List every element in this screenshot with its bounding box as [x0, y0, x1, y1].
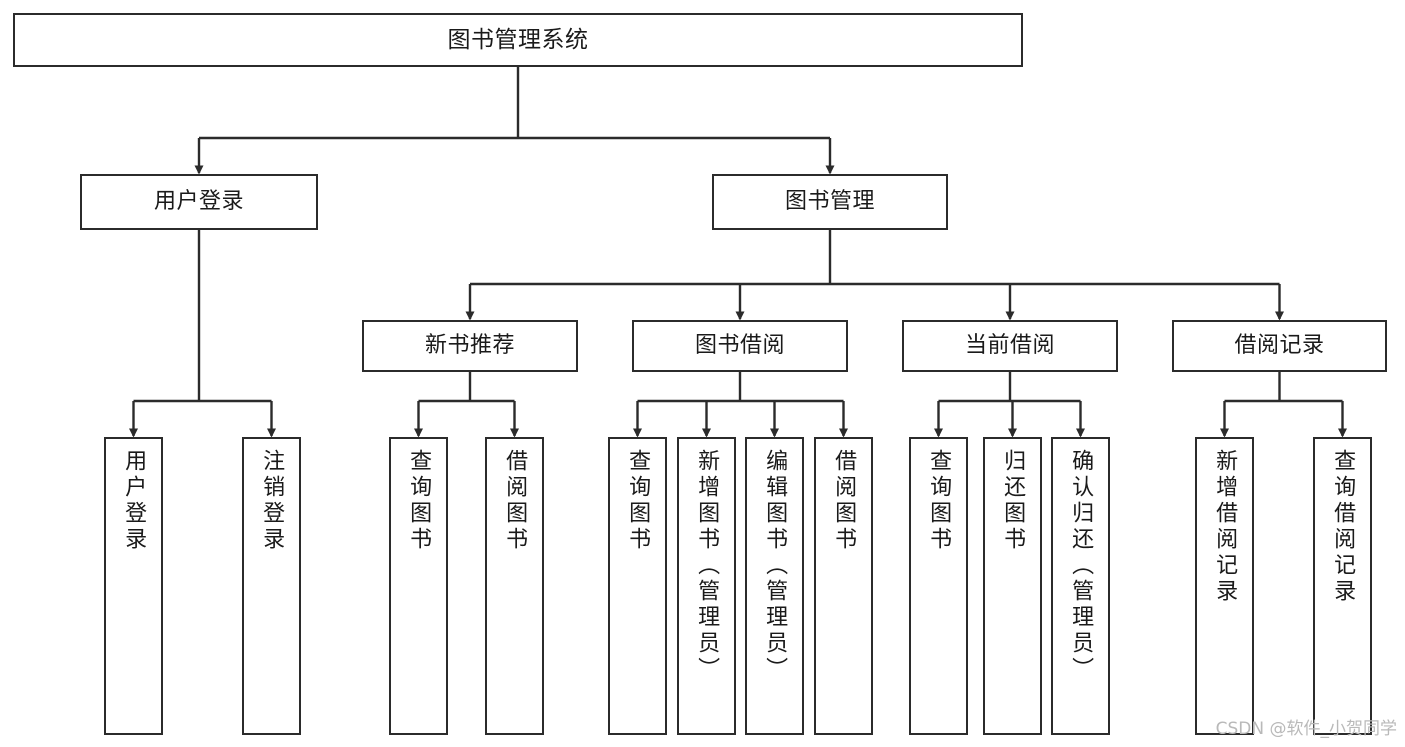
node-label: 新书推荐	[424, 333, 515, 359]
node-label: 当前借阅	[964, 333, 1055, 359]
node-leaf-add-record[interactable]: 新增借阅记录	[1195, 437, 1254, 735]
node-label: 用户登录	[153, 189, 244, 215]
node-book-borrow[interactable]: 图书借阅	[632, 320, 848, 372]
node-root[interactable]: 图书管理系统	[13, 13, 1023, 67]
node-label: 查询图书	[406, 449, 432, 553]
node-current-borrow[interactable]: 当前借阅	[902, 320, 1118, 372]
node-label: 查询图书	[625, 449, 651, 553]
node-leaf-user-login[interactable]: 用户登录	[104, 437, 163, 735]
node-label: 新增图书（管理员）	[694, 449, 720, 683]
node-label: 查询借阅记录	[1330, 449, 1356, 605]
node-label: 新增借阅记录	[1212, 449, 1238, 605]
node-leaf-borrow-book-1[interactable]: 借阅图书	[485, 437, 544, 735]
node-book-manage[interactable]: 图书管理	[712, 174, 948, 230]
node-leaf-borrow-book-2[interactable]: 借阅图书	[814, 437, 873, 735]
node-label: 图书借阅	[694, 333, 785, 359]
node-label: 确认归还（管理员）	[1068, 449, 1094, 683]
node-user-login[interactable]: 用户登录	[80, 174, 318, 230]
node-label: 图书管理系统	[447, 26, 589, 53]
node-leaf-confirm-return[interactable]: 确认归还（管理员）	[1051, 437, 1110, 735]
node-leaf-query-record[interactable]: 查询借阅记录	[1313, 437, 1372, 735]
node-leaf-user-logout[interactable]: 注销登录	[242, 437, 301, 735]
node-label: 用户登录	[121, 449, 147, 553]
node-leaf-edit-book[interactable]: 编辑图书（管理员）	[745, 437, 804, 735]
node-label: 借阅图书	[831, 449, 857, 553]
node-label: 图书管理	[784, 189, 875, 215]
node-leaf-query-book-1[interactable]: 查询图书	[389, 437, 448, 735]
csdn-watermark: CSDN @软件_小贺同学	[1215, 719, 1397, 739]
node-label: 借阅图书	[502, 449, 528, 553]
node-new-book-rec[interactable]: 新书推荐	[362, 320, 578, 372]
node-leaf-query-book-3[interactable]: 查询图书	[909, 437, 968, 735]
node-label: 查询图书	[926, 449, 952, 553]
node-label: 编辑图书（管理员）	[762, 449, 788, 683]
node-label: 归还图书	[1000, 449, 1026, 553]
node-label: 注销登录	[259, 449, 285, 553]
node-leaf-add-book[interactable]: 新增图书（管理员）	[677, 437, 736, 735]
node-leaf-return-book[interactable]: 归还图书	[983, 437, 1042, 735]
node-borrow-record[interactable]: 借阅记录	[1172, 320, 1387, 372]
node-label: 借阅记录	[1234, 333, 1325, 359]
node-leaf-query-book-2[interactable]: 查询图书	[608, 437, 667, 735]
